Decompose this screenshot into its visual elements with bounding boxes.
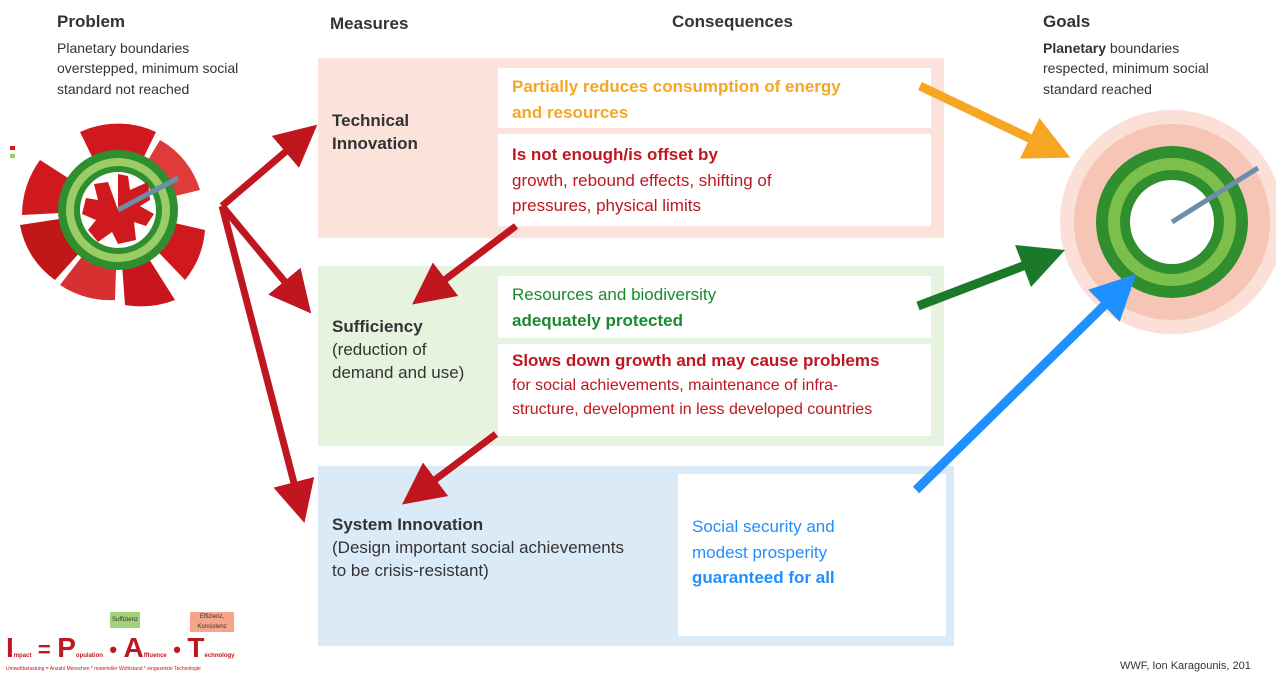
problem-branch-arrows bbox=[218, 124, 318, 523]
goals-line-3: standard reached bbox=[1043, 80, 1152, 97]
problem-description: Planetary boundaries overstepped, minimu… bbox=[57, 38, 297, 99]
technical-positive-box: Partially reduces consumption of energy … bbox=[498, 68, 931, 128]
tech-to-sufficiency-arrow bbox=[412, 223, 519, 305]
goal-doughnut-icon bbox=[1060, 110, 1276, 334]
technical-negative-box: Is not enough/is offset by growth, rebou… bbox=[498, 134, 931, 226]
technical-innovation-panel: Technical Innovation Partially reduces c… bbox=[318, 58, 944, 238]
sufficiency-negative-line-1: for social achievements, maintenance of … bbox=[512, 376, 839, 394]
goals-line-2: respected, minimum social bbox=[1043, 60, 1209, 77]
blue-goal-arrow bbox=[912, 274, 1137, 494]
technical-negative-title: Is not enough/is offset by bbox=[512, 145, 718, 164]
problem-line-3: standard not reached bbox=[57, 80, 190, 97]
formula-dot-1: • bbox=[109, 637, 118, 662]
problem-doughnut-icon bbox=[10, 123, 205, 307]
formula-equals: = bbox=[37, 637, 51, 662]
formula-i: I bbox=[6, 632, 14, 663]
goals-line-1: Planetary boundaries bbox=[1043, 38, 1263, 58]
goals-title: Goals bbox=[1043, 12, 1091, 31]
system-innovation-title: System Innovation bbox=[332, 515, 484, 534]
system-innovation-sub-2: to be crisis-resistant) bbox=[332, 560, 489, 580]
sufficiency-negative-box: Slows down growth and may cause problems… bbox=[498, 344, 931, 436]
goals-line-1-rest: boundaries bbox=[1106, 40, 1180, 56]
ipat-formula: Suffizienz Effizienz, Konsistenz Impact … bbox=[6, 612, 306, 672]
formula-note-red: Effizienz, Konsistenz bbox=[190, 612, 234, 632]
formula-t-sub: echnology bbox=[204, 653, 235, 659]
formula-i-sub: mpact bbox=[13, 653, 32, 659]
sufficiency-title-block: Sufficiency (reduction of demand and use… bbox=[332, 316, 464, 385]
technical-positive-line-2: and resources bbox=[512, 102, 629, 122]
formula-a: A bbox=[123, 632, 144, 663]
system-innovation-title-block: System Innovation (Design important soci… bbox=[332, 514, 624, 583]
technical-title-line-1: Technical bbox=[332, 111, 410, 130]
formula-p: P bbox=[57, 632, 76, 663]
credit-text: WWF, Ion Karagounis, 201 bbox=[1120, 660, 1251, 672]
orange-goal-arrow bbox=[918, 81, 1071, 159]
sufficiency-positive-line-1: Resources and biodiversity bbox=[512, 285, 717, 304]
formula-p-sub: opulation bbox=[75, 653, 103, 659]
sufficiency-to-system-arrow bbox=[402, 431, 499, 505]
technical-innovation-title: Technical Innovation bbox=[332, 110, 418, 156]
sufficiency-title: Sufficiency bbox=[332, 317, 423, 336]
measures-header: Measures bbox=[330, 14, 409, 33]
system-positive-line-1: Social security and bbox=[692, 517, 835, 536]
problem-line-2: overstepped, minimum social bbox=[57, 60, 239, 77]
formula-equation: Impact = Population • Affluence • Techno… bbox=[6, 632, 235, 664]
sufficiency-sub-1: (reduction of bbox=[332, 339, 427, 359]
goals-description: Planetary boundaries respected, minimum … bbox=[1043, 38, 1263, 99]
problem-title: Problem bbox=[57, 12, 126, 31]
technical-negative-line-2: pressures, physical limits bbox=[512, 196, 701, 215]
sufficiency-negative-title: Slows down growth and may cause problems bbox=[512, 351, 880, 370]
sufficiency-sub-2: demand and use) bbox=[332, 362, 465, 382]
technical-title-line-2: Innovation bbox=[332, 133, 418, 153]
system-positive-line-3: guaranteed for all bbox=[692, 568, 835, 587]
formula-note-green: Suffizienz bbox=[110, 612, 140, 628]
problem-line-1: Planetary boundaries bbox=[57, 40, 190, 56]
goals-line-1-bold: Planetary bbox=[1043, 40, 1107, 56]
system-positive-box: Social security and modest prosperity gu… bbox=[678, 474, 946, 636]
system-positive-line-2: modest prosperity bbox=[692, 542, 828, 562]
sufficiency-positive-box: Resources and biodiversity adequately pr… bbox=[498, 276, 931, 338]
formula-t: T bbox=[187, 632, 205, 663]
system-innovation-sub-1: (Design important social achievements bbox=[332, 537, 624, 557]
technical-negative-line-1: growth, rebound effects, shifting of bbox=[512, 170, 772, 190]
formula-dot-2: • bbox=[173, 637, 181, 662]
system-innovation-panel: System Innovation (Design important soci… bbox=[318, 466, 954, 646]
formula-a-sub: ffluence bbox=[143, 653, 167, 659]
technical-positive-line-1: Partially reduces consumption of energy bbox=[512, 77, 841, 96]
consequences-header: Consequences bbox=[672, 12, 793, 31]
green-goal-arrow bbox=[916, 244, 1066, 311]
sufficiency-positive-line-2: adequately protected bbox=[512, 310, 683, 330]
formula-footnote: Umweltbelastung = Anzahl Menschen * mate… bbox=[6, 666, 201, 672]
sufficiency-negative-line-2: structure, development in less developed… bbox=[512, 400, 873, 418]
